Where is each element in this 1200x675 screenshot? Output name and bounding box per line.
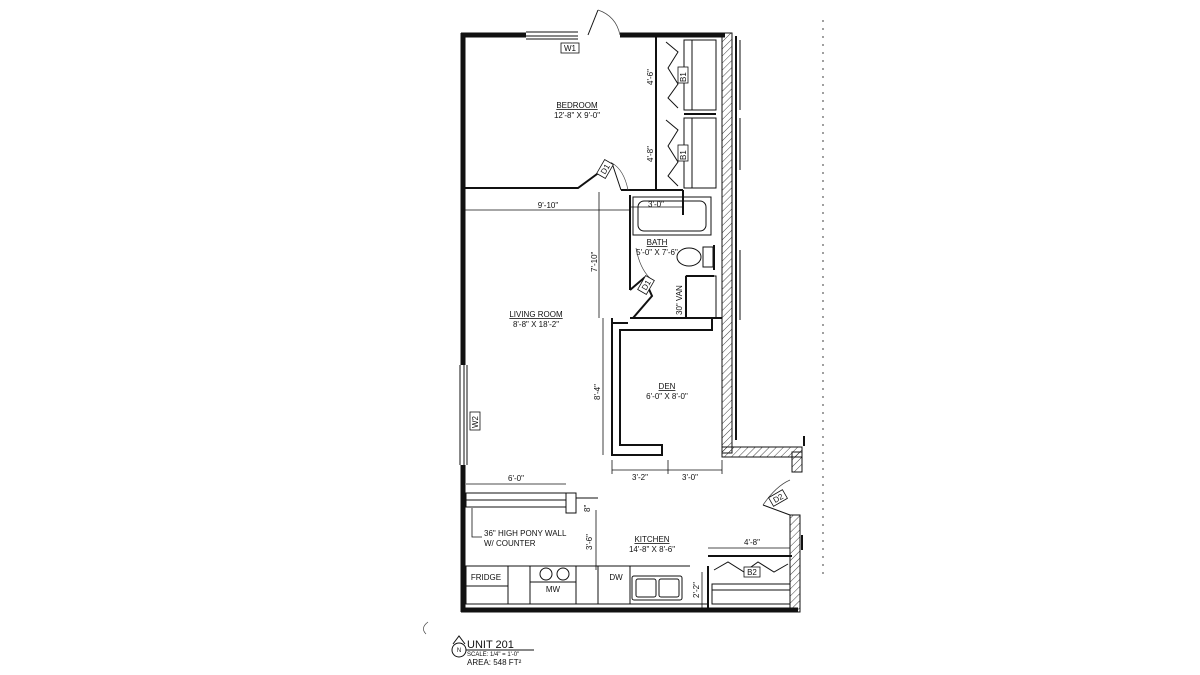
dimension-labels: 4'-6" 4'-8" 9'-10" 3'-0" 7'-10" 30" VAN … xyxy=(508,69,760,598)
exterior-walls xyxy=(460,32,803,613)
window-w2: W2 xyxy=(459,365,481,465)
closet-b2: B2 xyxy=(708,555,792,605)
room-size-kitchen: 14'-8" X 8'-6" xyxy=(629,545,675,554)
room-size-bedroom: 12'-8" X 9'-0" xyxy=(554,111,600,120)
room-name-kitchen: KITCHEN xyxy=(634,535,669,544)
window-w1: W1 xyxy=(526,31,580,54)
dim-den-bottom-left: 3'-2" xyxy=(632,473,648,482)
door-d2-entry: D2 xyxy=(762,479,791,516)
dimension-lines xyxy=(463,40,790,608)
room-name-living: LIVING ROOM xyxy=(509,310,563,319)
kitchen-counters: FRIDGE MW DW xyxy=(465,565,709,610)
room-name-bedroom: BEDROOM xyxy=(556,101,598,110)
closet-b1-upper: B1 xyxy=(665,39,717,111)
pony-wall-note-line2: W/ COUNTER xyxy=(484,539,536,548)
area-note: AREA: 548 FT² xyxy=(467,658,522,667)
fridge-label: FRIDGE xyxy=(471,573,501,582)
dim-living-width: 9'-10" xyxy=(538,201,559,210)
dw-label: DW xyxy=(609,573,623,582)
dim-vanity: 30" VAN xyxy=(675,285,684,315)
entry-door-top xyxy=(587,9,621,36)
pony-wall-note-line1: 36" HIGH PONY WALL xyxy=(484,529,567,538)
room-labels: BEDROOM 12'-8" X 9'-0" BATH 5'-0" X 7'-6… xyxy=(509,101,688,554)
window-tag-w1: W1 xyxy=(564,44,577,53)
dim-den-height: 8'-4" xyxy=(593,384,602,400)
room-size-den: 6'-0" X 8'-0" xyxy=(646,392,688,401)
room-size-living: 8'-8" X 18'-2" xyxy=(513,320,559,329)
room-name-den: DEN xyxy=(659,382,676,391)
door-d1-bedroom: D1 xyxy=(596,159,629,191)
dim-kitchen-depth: 3'-6" xyxy=(585,534,594,550)
dim-closet-top: 4'-6" xyxy=(646,69,655,85)
closet-tag-b1-upper: B1 xyxy=(679,72,688,82)
adjacent-unit-walls xyxy=(735,20,824,580)
dim-closet-b2: 4'-8" xyxy=(744,538,760,547)
room-name-bath: BATH xyxy=(647,238,668,247)
closet-tag-b2: B2 xyxy=(747,568,757,577)
door-d1-bath: D1 xyxy=(635,247,655,295)
title-block: N UNIT 201 SCALE: 1/4" = 1'-0" AREA: 548… xyxy=(423,621,534,667)
pony-wall: 36" HIGH PONY WALL W/ COUNTER xyxy=(465,492,598,548)
window-tag-w2: W2 xyxy=(471,415,480,428)
dim-counter-depth: 2'-2" xyxy=(692,582,701,598)
mw-label: MW xyxy=(546,585,561,594)
closet-tag-b1-lower: B1 xyxy=(679,150,688,160)
dim-closet-mid: 4'-8" xyxy=(646,146,655,162)
dim-bath-depth: 7'-10" xyxy=(590,251,599,272)
unit-title: UNIT 201 xyxy=(467,639,514,651)
dim-pony-wall: 6'-0" xyxy=(508,474,524,483)
dim-den-bottom-right: 3'-0" xyxy=(682,473,698,482)
room-size-bath: 5'-0" X 7'-6" xyxy=(636,248,678,257)
dim-tub: 3'-0" xyxy=(648,200,664,209)
dim-pony-depth: 8" xyxy=(583,505,592,512)
scale-note: SCALE: 1/4" = 1'-0" xyxy=(467,652,519,658)
closet-b1-lower: B1 xyxy=(665,113,717,189)
bath-fixtures xyxy=(632,196,717,319)
north-arrow-label: N xyxy=(457,648,461,654)
